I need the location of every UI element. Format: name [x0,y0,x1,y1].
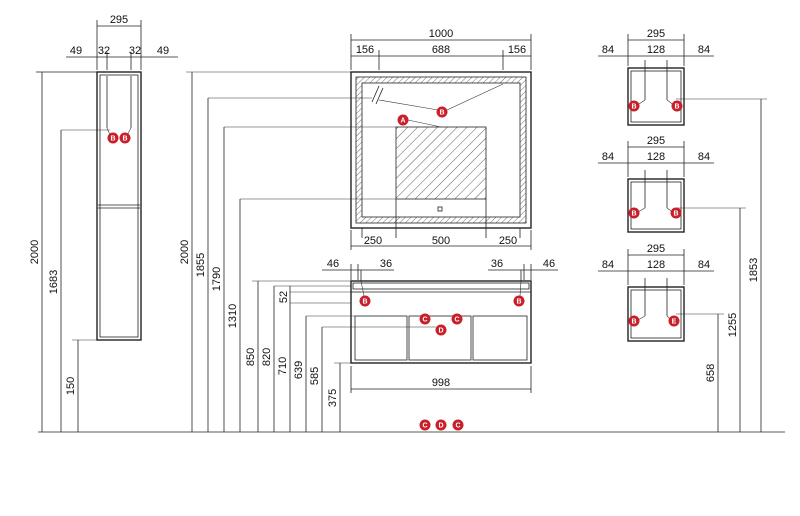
mirror-bottom-middle: 500 [432,235,450,247]
marker-c-floor-left [419,419,431,431]
marker-e-box-bottom [668,315,680,327]
marker-b-box-top-left [628,100,640,112]
tall-cabinet-inner-left: 32 [98,45,110,57]
mirror-right-margin: 156 [508,44,526,56]
box-middle-width: 295 [647,135,665,147]
vanity-width: 998 [432,377,450,389]
svg-text:B: B [631,104,636,111]
vanity-left-offset: 46 [327,258,339,270]
svg-text:B: B [673,211,678,218]
marker-b-box-bottom [628,315,640,327]
mirror-left-margin: 156 [356,44,374,56]
tall-cabinet-shelf-height: 1683 [48,270,60,294]
vanity-height-850: 850 [245,348,257,366]
svg-text:B: B [362,299,367,306]
vanity-height-375: 375 [327,389,339,407]
svg-text:C: C [422,317,427,324]
mirror-light-height: 1855 [195,253,207,277]
wall-box-top [627,60,685,126]
vanity-height-820: 820 [261,348,273,366]
svg-text:C: C [455,423,460,430]
vanity-height-710: 710 [277,357,289,375]
marker-b-mirror [436,106,448,118]
marker-c-vanity-left [419,313,431,325]
vanity-right-offset: 46 [543,258,555,270]
tall-cabinet-height: 2000 [29,240,41,264]
box-middle-left: 84 [602,151,614,163]
svg-text:B: B [516,299,521,306]
mirror-pad-top-height: 1790 [211,267,223,291]
marker-b-tall-left [107,132,119,144]
marker-b-tall-right [119,132,131,144]
svg-text:D: D [438,328,443,335]
box-top-right: 84 [698,44,710,56]
marker-b-vanity-left [359,295,371,307]
tall-cabinet-base-height: 150 [65,377,77,395]
marker-a-mirror [397,114,409,126]
svg-text:C: C [454,317,459,324]
wall-box-middle [627,170,685,233]
mirror-middle: 688 [432,44,450,56]
mirror-heater-pad [395,126,487,200]
box-top-width: 295 [647,28,665,40]
box-bottom-middle: 128 [647,259,665,271]
mirror-pad-bottom-height: 1310 [227,304,239,328]
vanity-height-52: 52 [278,291,290,303]
mirror [350,71,532,238]
box-top-left: 84 [602,44,614,56]
vanity [350,270,532,364]
svg-text:B: B [674,104,679,111]
marker-c-floor-right [452,419,464,431]
marker-b-box-middle-left [628,207,640,219]
box-bottom-width: 295 [647,243,665,255]
marker-b-vanity-right [513,295,525,307]
box-middle-right: 84 [698,151,710,163]
svg-text:B: B [110,136,115,143]
vanity-left-inner: 36 [380,258,392,270]
box-middle-height: 1255 [727,313,739,337]
mirror-bottom-right: 250 [499,235,517,247]
marker-b-box-middle-right [670,207,682,219]
wall-box-bottom [627,278,685,342]
svg-text:B: B [439,110,444,117]
tall-cabinet-right-gap: 49 [157,45,169,57]
marker-d-floor [435,419,447,431]
svg-text:B: B [631,319,636,326]
svg-text:B: B [631,211,636,218]
box-bottom-right: 84 [698,259,710,271]
svg-text:A: A [400,118,405,125]
box-bottom-height: 658 [705,364,717,382]
vanity-right-inner: 36 [491,258,503,270]
vanity-height-585: 585 [309,367,321,385]
box-bottom-left: 84 [602,259,614,271]
marker-b-box-top-right [671,100,683,112]
marker-c-vanity-right [451,313,463,325]
mirror-width: 1000 [429,28,453,40]
svg-text:B: B [122,136,127,143]
tall-cabinet-inner-right: 32 [129,45,141,57]
vanity-height-639: 639 [293,361,305,379]
box-top-middle: 128 [647,44,665,56]
mirror-bottom-left: 250 [364,235,382,247]
tall-cabinet [96,71,142,341]
marker-d-vanity [435,324,447,336]
mirror-top-height: 2000 [179,240,191,264]
box-top-height: 1853 [748,258,760,282]
svg-text:E: E [672,319,677,326]
svg-text:D: D [438,423,443,430]
tall-cabinet-left-gap: 49 [70,45,82,57]
svg-text:C: C [422,423,427,430]
box-middle-middle: 128 [647,151,665,163]
tall-cabinet-width: 295 [110,14,128,26]
